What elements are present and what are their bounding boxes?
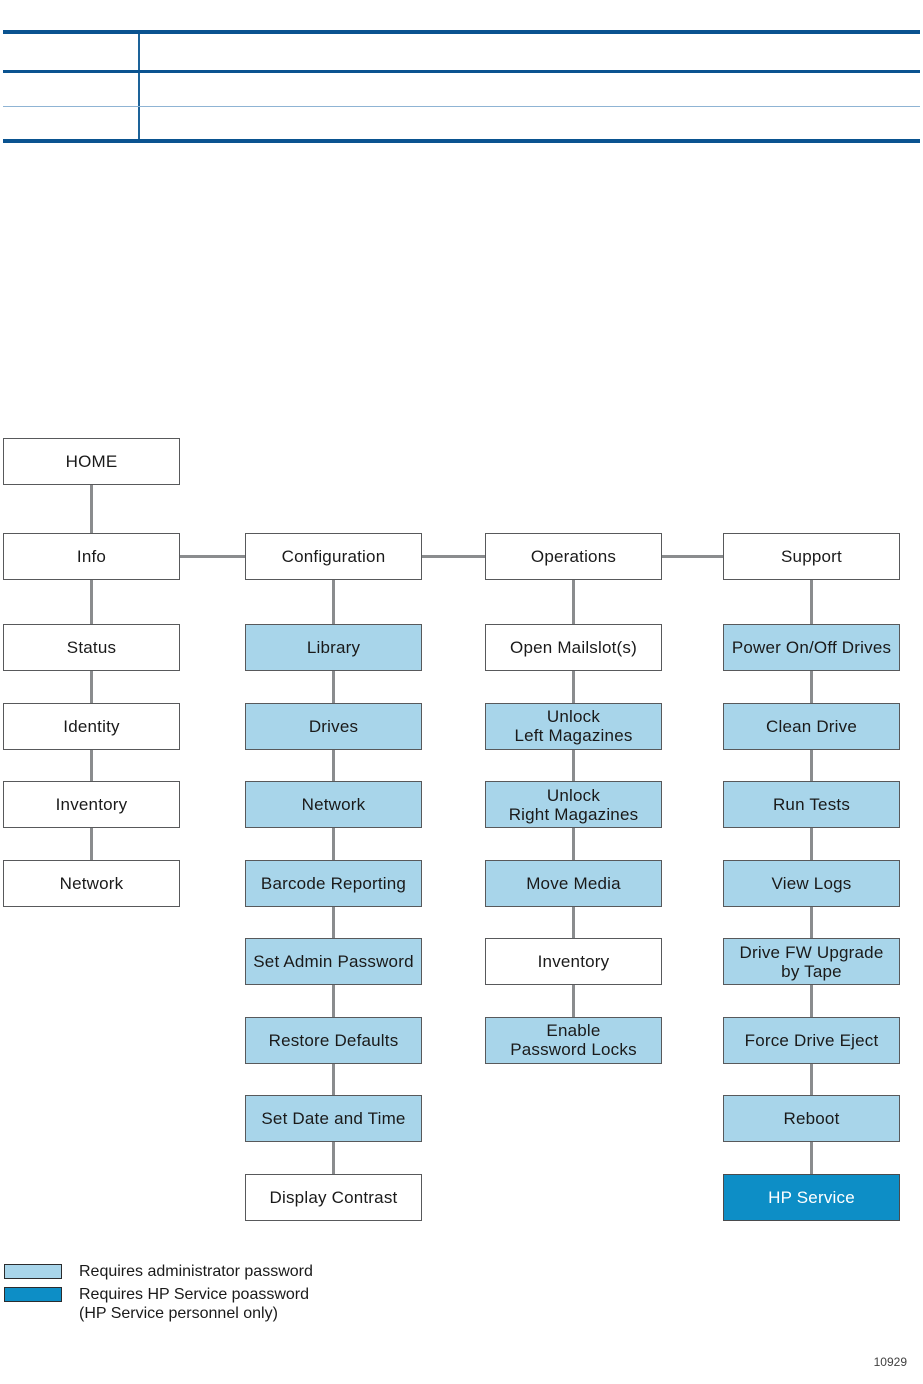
node-info-status[interactable]: Status	[3, 624, 180, 671]
connector-line-horizontal	[180, 555, 245, 558]
connector-line-vertical	[810, 580, 813, 624]
connector-line-vertical	[810, 1063, 813, 1095]
node-support-power-on-off-drives[interactable]: Power On/Off Drives	[723, 624, 900, 671]
figure-number: 10929	[873, 1355, 907, 1369]
connector-line-vertical	[572, 828, 575, 860]
connector-line-vertical	[90, 828, 93, 860]
node-configuration-network[interactable]: Network	[245, 781, 422, 828]
table-cell	[3, 73, 140, 106]
node-support-clean-drive[interactable]: Clean Drive	[723, 702, 900, 750]
legend: Requires administrator password Requires…	[4, 1262, 313, 1327]
node-configuration-set-admin-password[interactable]: Set Admin Password	[245, 938, 422, 985]
connector-line-vertical	[810, 671, 813, 703]
node-support-reboot[interactable]: Reboot	[723, 1095, 900, 1142]
table-row	[3, 73, 920, 106]
node-support-view-logs[interactable]: View Logs	[723, 859, 900, 907]
connector-line-vertical	[90, 749, 93, 781]
connector-line-horizontal	[422, 555, 485, 558]
connector-line-vertical	[332, 671, 335, 703]
table-cell	[3, 34, 140, 70]
connector-line-vertical	[572, 906, 575, 938]
node-home[interactable]: HOME	[3, 438, 180, 485]
connector-line-vertical	[572, 749, 575, 781]
legend-label: Requires HP Service poassword	[79, 1286, 310, 1303]
connector-line-vertical	[332, 580, 335, 624]
node-configuration-barcode-reporting[interactable]: Barcode Reporting	[245, 859, 422, 907]
connector-line-vertical	[810, 1142, 813, 1174]
node-support-force-drive-eject[interactable]: Force Drive Eject	[723, 1016, 900, 1064]
table-cell	[3, 107, 140, 139]
node-configuration-drives[interactable]: Drives	[245, 702, 422, 750]
node-configuration[interactable]: Configuration	[245, 533, 422, 580]
connector-line-vertical	[332, 906, 335, 938]
legend-sublabel: (HP Service personnel only)	[79, 1305, 278, 1322]
node-info-network[interactable]: Network	[3, 859, 180, 907]
legend-item: Requires HP Service poassword (HP Servic…	[4, 1285, 313, 1323]
legend-swatch-service-icon	[4, 1287, 62, 1302]
connector-line-vertical	[572, 580, 575, 624]
table-top-bar	[3, 30, 920, 34]
table-bottom-bar	[3, 139, 920, 143]
node-info-identity[interactable]: Identity	[3, 702, 180, 750]
connector-line-horizontal	[662, 555, 723, 558]
connector-line-vertical	[810, 749, 813, 781]
connector-line-vertical	[332, 749, 335, 781]
table-rule-light	[3, 106, 920, 107]
legend-swatch-admin-icon	[4, 1264, 62, 1279]
table-row	[3, 34, 920, 70]
node-support-run-tests[interactable]: Run Tests	[723, 781, 900, 828]
connector-line-vertical	[810, 828, 813, 860]
connector-line-vertical	[332, 985, 335, 1017]
connector-line-vertical	[810, 985, 813, 1017]
connector-line-vertical	[332, 1142, 335, 1174]
node-info-inventory[interactable]: Inventory	[3, 781, 180, 828]
connector-line-vertical	[332, 1063, 335, 1095]
node-info[interactable]: Info	[3, 533, 180, 580]
node-configuration-restore-defaults[interactable]: Restore Defaults	[245, 1016, 422, 1064]
connector-line-vertical	[572, 985, 575, 1017]
node-operations-inventory[interactable]: Inventory	[485, 938, 662, 985]
node-configuration-library[interactable]: Library	[245, 624, 422, 671]
document-table	[3, 30, 920, 143]
connector-line-vertical	[332, 828, 335, 860]
connector-line-vertical	[810, 906, 813, 938]
legend-item: Requires administrator password	[4, 1262, 313, 1281]
table-rule	[3, 70, 920, 73]
connector-line-vertical	[90, 580, 93, 624]
node-configuration-display-contrast[interactable]: Display Contrast	[245, 1173, 422, 1221]
connector-line-vertical	[90, 671, 93, 703]
node-operations-move-media[interactable]: Move Media	[485, 859, 662, 907]
legend-label: Requires administrator password	[79, 1263, 313, 1280]
node-support-hp-service[interactable]: HP Service	[723, 1173, 900, 1221]
connector-line-vertical	[90, 485, 93, 533]
connector-line-vertical	[572, 671, 575, 703]
node-operations[interactable]: Operations	[485, 533, 662, 580]
node-configuration-set-date-and-time[interactable]: Set Date and Time	[245, 1095, 422, 1142]
node-support[interactable]: Support	[723, 533, 900, 580]
node-operations-open-mailslot-s[interactable]: Open Mailslot(s)	[485, 624, 662, 671]
table-row	[3, 107, 920, 139]
